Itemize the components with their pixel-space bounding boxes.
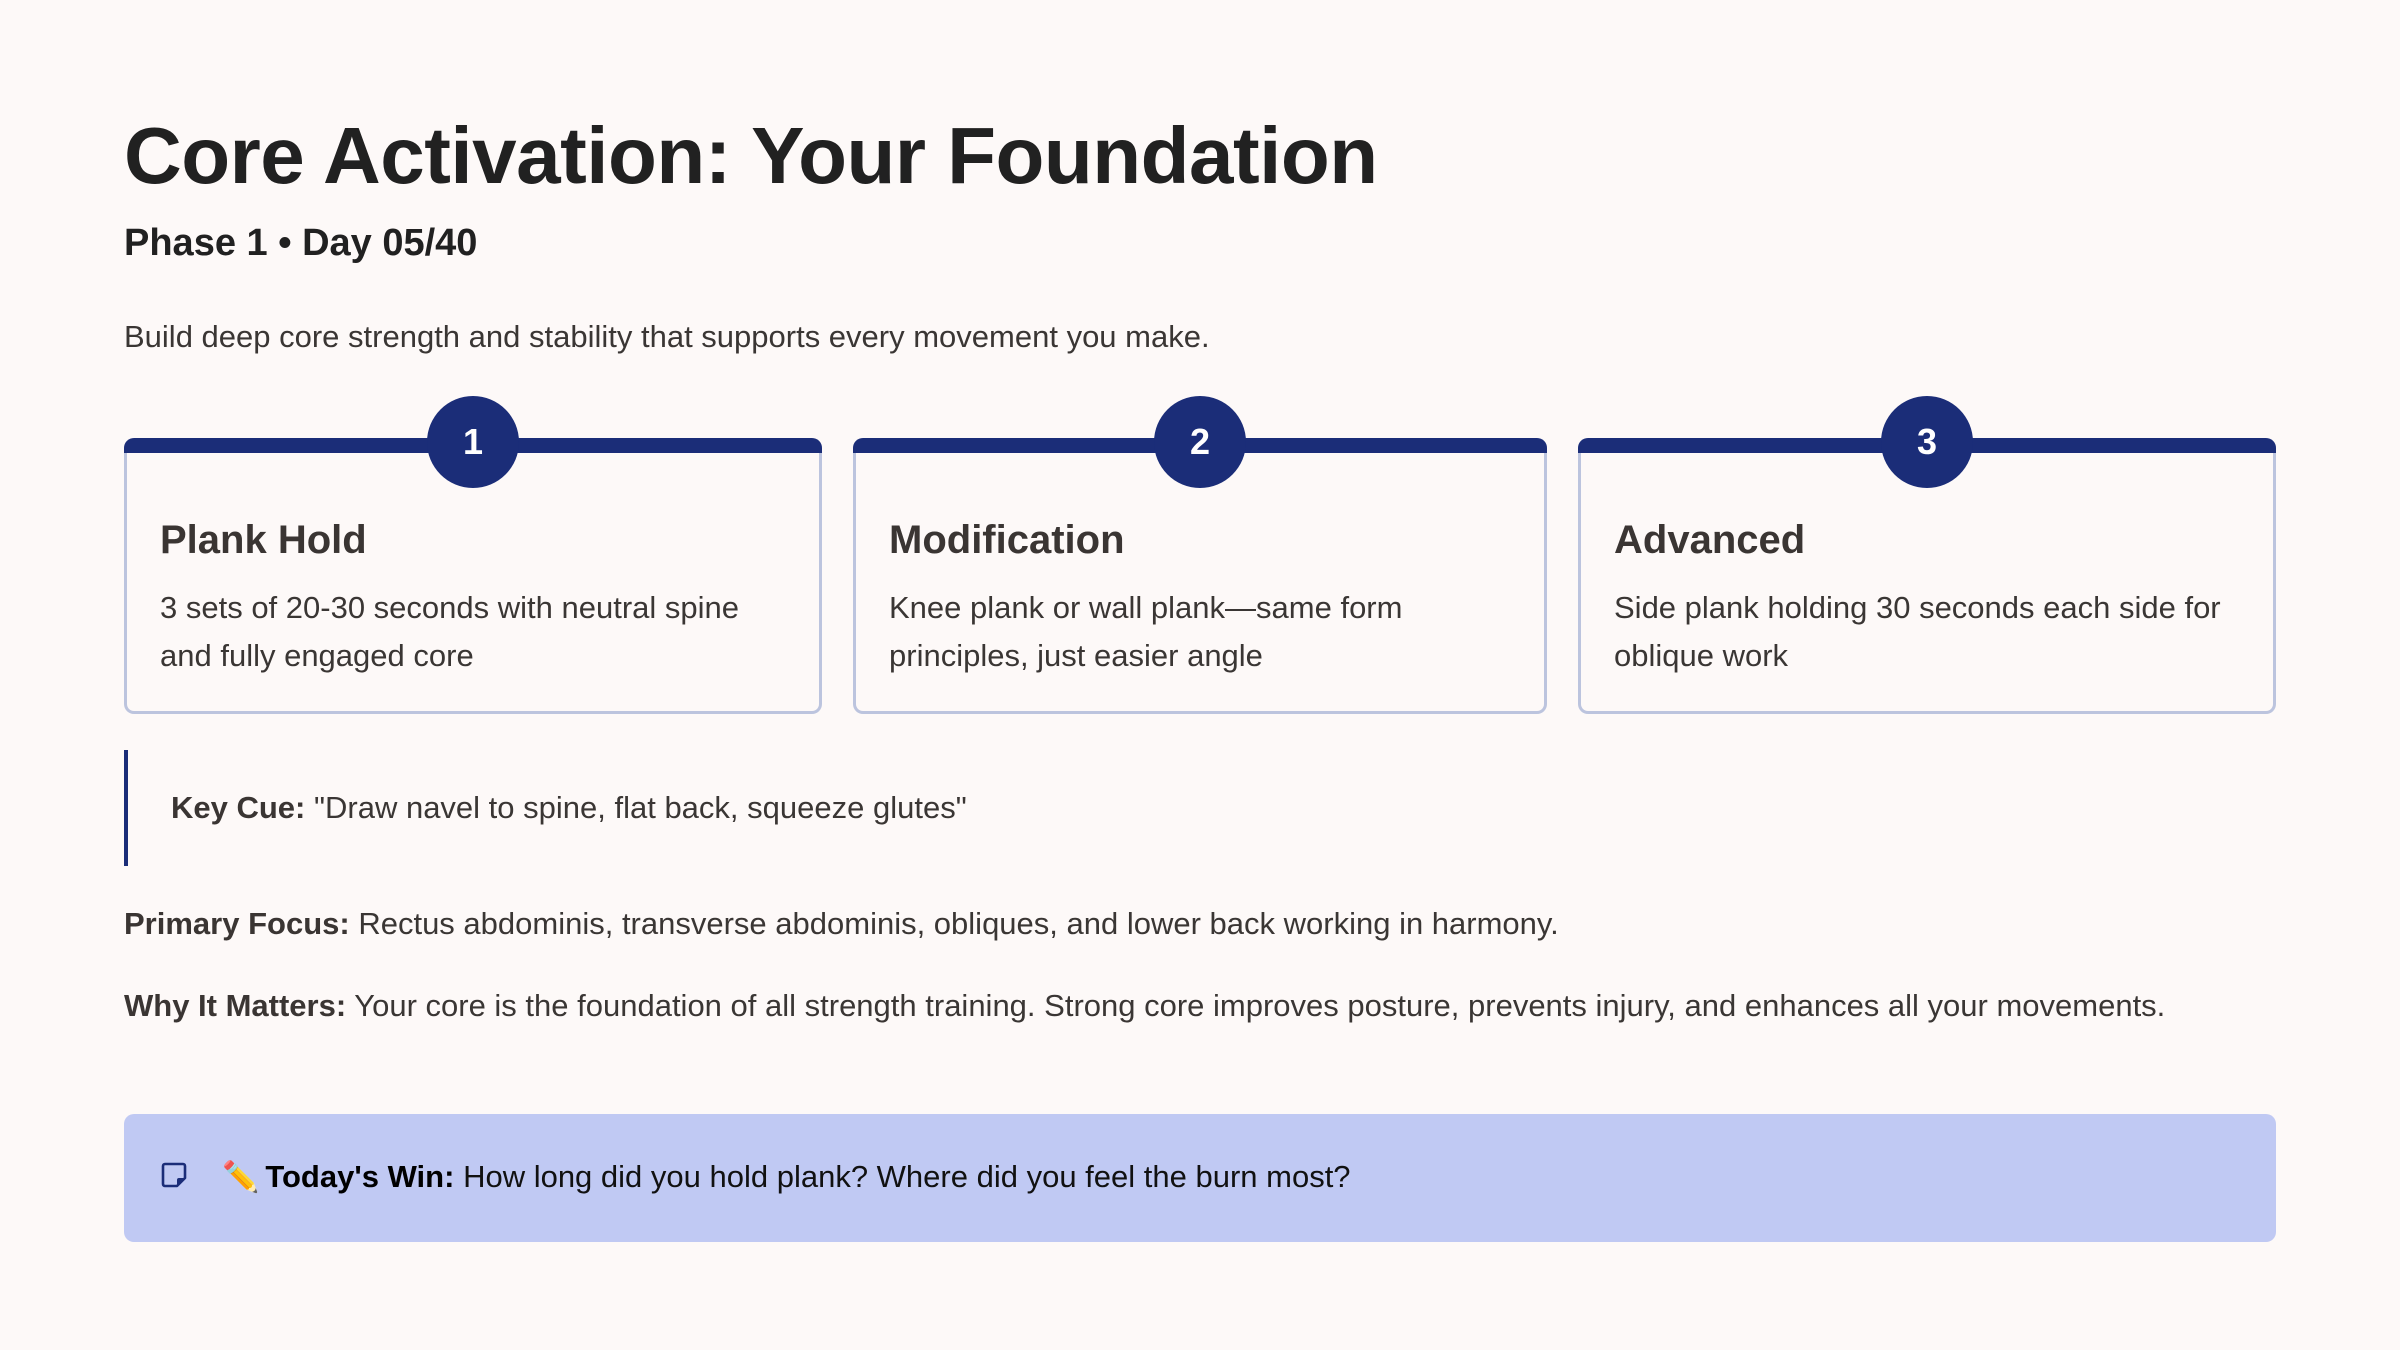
why-it-matters-label: Why It Matters:	[124, 988, 347, 1023]
todays-win-callout: ✏️Today's Win: How long did you hold pla…	[124, 1114, 2276, 1242]
card-description: Knee plank or wall plank—same form princ…	[889, 590, 1403, 673]
key-cue-label: Key Cue:	[171, 790, 306, 825]
step-number-badge: 2	[1154, 396, 1246, 488]
intro-text: Build deep core strength and stability t…	[124, 319, 1210, 354]
sticky-note-icon	[160, 1161, 188, 1189]
page-title: Core Activation: Your Foundation	[124, 111, 1378, 200]
pencil-icon: ✏️	[222, 1160, 260, 1195]
why-it-matters-paragraph: Why It Matters: Your core is the foundat…	[124, 981, 2224, 1031]
todays-win-prompt: How long did you hold plank? Where did y…	[463, 1159, 1351, 1194]
exercise-cards: 1 Plank Hold 3 sets of 20-30 seconds wit…	[124, 396, 2276, 714]
card-description: 3 sets of 20-30 seconds with neutral spi…	[160, 590, 740, 673]
key-cue-quote: "Draw navel to spine, flat back, squeeze…	[314, 790, 967, 825]
card-title: Modification	[889, 518, 1125, 562]
todays-win-text: ✏️Today's Win: How long did you hold pla…	[222, 1156, 1351, 1199]
phase-day-subtitle: Phase 1 • Day 05/40	[124, 222, 478, 264]
step-number-badge: 1	[427, 396, 519, 488]
todays-win-label: Today's Win:	[265, 1159, 455, 1194]
exercise-card-advanced: 3 Advanced Side plank holding 30 seconds…	[1578, 396, 2276, 714]
primary-focus-paragraph: Primary Focus: Rectus abdominis, transve…	[124, 899, 2276, 949]
why-it-matters-text: Your core is the foundation of all stren…	[354, 988, 2166, 1023]
card-description: Side plank holding 30 seconds each side …	[1614, 590, 2221, 673]
primary-focus-label: Primary Focus:	[124, 906, 350, 941]
exercise-card-plank-hold: 1 Plank Hold 3 sets of 20-30 seconds wit…	[124, 396, 822, 714]
step-number-badge: 3	[1881, 396, 1973, 488]
exercise-card-modification: 2 Modification Knee plank or wall plank—…	[853, 396, 1547, 714]
card-title: Plank Hold	[160, 518, 367, 562]
key-cue-text: Key Cue: "Draw navel to spine, flat back…	[171, 787, 967, 829]
key-cue-blockquote: Key Cue: "Draw navel to spine, flat back…	[124, 750, 2276, 866]
card-title: Advanced	[1614, 518, 1806, 562]
primary-focus-text: Rectus abdominis, transverse abdominis, …	[358, 906, 1559, 941]
